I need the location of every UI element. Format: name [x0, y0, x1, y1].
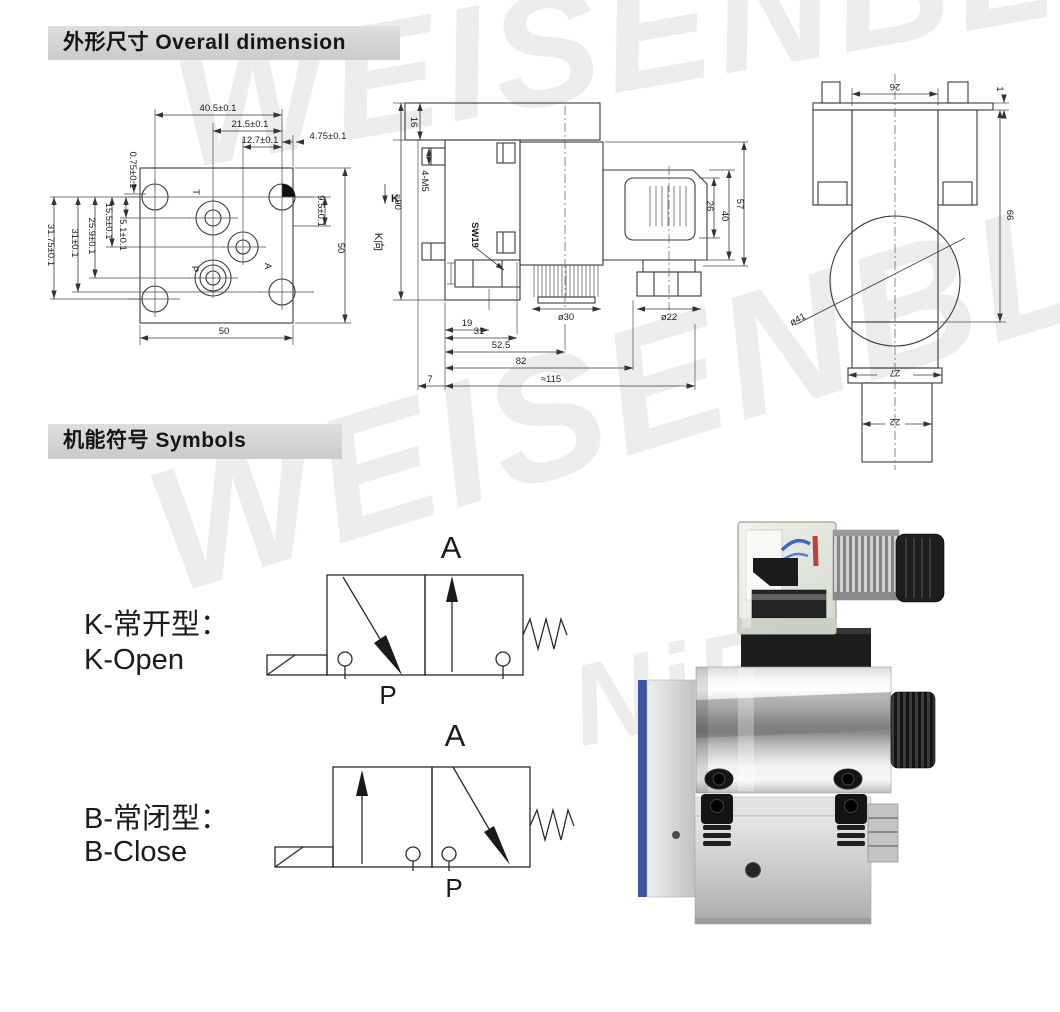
dim-4-75: 4.75±0.1 — [310, 131, 347, 142]
spring-symbol — [522, 616, 568, 652]
end-view-dimensions: 26 1 66 ø41 27 22 — [788, 81, 1015, 427]
end-view-outline — [794, 74, 994, 470]
port-t-label: T — [190, 189, 201, 195]
dim-21-5: 21.5±0.1 — [232, 119, 269, 130]
block-port-plug — [745, 862, 761, 878]
gland-threads — [832, 529, 900, 601]
side-view-drawing: 16 4-M5 K ≈90 SW19 26 40 57 ø30 ø22 19 — [382, 102, 748, 390]
cable-gland-nut — [895, 533, 945, 603]
port-a-label: A — [262, 263, 273, 270]
symbol-b-port-a: A — [445, 718, 466, 753]
plate-hole — [672, 831, 680, 839]
symbol-k-label-zh: K-常开型： — [84, 609, 230, 641]
dim-12-7: 12.7±0.1 — [242, 135, 279, 146]
dim-19: 19 — [462, 318, 473, 329]
dim-dia-22: ø22 — [661, 312, 677, 323]
dim-9-5: 9.5±0.1 — [315, 195, 326, 227]
dim-31: 31±0.1 — [69, 229, 80, 258]
red-wire — [812, 535, 819, 567]
section-title-overall-dimension: 外形尺寸 Overall dimension — [48, 26, 400, 60]
dim-0-75: 0.75±0.1 — [127, 152, 138, 189]
port-labels: T P A — [189, 189, 273, 272]
end-view-drawing: 26 1 66 ø41 27 22 — [788, 74, 1015, 470]
spring-screw-left — [701, 794, 733, 846]
dim-40-5: 40.5±0.1 — [200, 103, 237, 114]
solenoid-symbol — [266, 654, 328, 676]
symbol-k-port-p: P — [379, 680, 396, 710]
coil-knurled-nut — [890, 691, 936, 769]
side-view-outline — [404, 102, 708, 310]
spring-screw-right — [835, 794, 867, 846]
coil-ribs — [533, 265, 599, 304]
dim-dia-41: ø41 — [788, 311, 808, 328]
symbol-b-label-zh: B-常闭型： — [84, 803, 230, 835]
dim-25-9: 25.9±0.1 — [86, 218, 97, 255]
mounting-plate — [638, 679, 696, 898]
datum-fill — [282, 184, 295, 197]
dim-26-end: 26 — [890, 81, 901, 92]
dim-16: 16 — [408, 117, 419, 128]
product-photo — [638, 521, 945, 925]
symbol-b-label-en: B-Close — [84, 836, 188, 868]
view-k-arrow-label: K — [391, 193, 399, 205]
symbol-k-drawing: A P — [266, 530, 568, 710]
dim-90: ≈90 — [392, 194, 403, 210]
front-view-dimensions: 40.5±0.1 21.5±0.1 12.7±0.1 4.75±0.1 31.7… — [45, 103, 386, 345]
view-direction-label: K向 — [372, 233, 386, 251]
dim-31-75: 31.75±0.1 — [45, 224, 56, 266]
dim-7: 7 — [427, 374, 432, 385]
section-title-symbols: 机能符号 Symbols — [48, 424, 342, 459]
dim-52-5: 52.5 — [492, 340, 511, 351]
port-p-label: P — [189, 266, 200, 272]
connector-clip — [753, 558, 798, 586]
din-connector — [737, 521, 837, 635]
blue-wire — [780, 538, 811, 552]
dim-82: 82 — [516, 356, 527, 367]
symbol-k-label-en: K-Open — [84, 644, 184, 676]
dim-57: 57 — [734, 199, 745, 210]
dim-4-m5: 4-M5 — [419, 170, 430, 192]
symbol-k-body: A P — [266, 530, 568, 710]
symbol-b-body: A P — [274, 718, 575, 903]
dim-27: 27 — [890, 367, 901, 378]
solenoid-symbol — [274, 846, 334, 868]
coil-socket-screws — [704, 768, 863, 790]
side-view-dimensions: 16 4-M5 K ≈90 SW19 26 40 57 ø30 ø22 19 — [382, 102, 748, 390]
symbol-b-port-p: P — [445, 873, 462, 903]
dim-15-5: 15.5±0.1 — [103, 203, 114, 240]
front-view-drawing: 40.5±0.1 21.5±0.1 12.7±0.1 4.75±0.1 31.7… — [45, 103, 386, 345]
dim-5-1: 5.1±0.1 — [117, 219, 128, 251]
dim-sw19: SW19 — [469, 222, 480, 248]
spring-symbol — [529, 807, 575, 843]
front-view-centerlines — [128, 179, 314, 317]
right-fitting — [867, 803, 899, 863]
dim-66: 66 — [1004, 210, 1015, 221]
dim-31b: 31 — [474, 326, 485, 337]
dim-50-bottom: 50 — [219, 326, 230, 337]
dim-50-side: 50 — [335, 243, 346, 254]
valve-plate-outline — [139, 167, 296, 324]
dim-1: 1 — [994, 86, 1005, 91]
symbol-k-port-a: A — [441, 530, 462, 565]
connector-vents — [649, 186, 687, 226]
dim-26: 26 — [704, 201, 715, 212]
dim-dia-30: ø30 — [558, 312, 574, 323]
symbol-b-drawing: A P — [274, 718, 575, 903]
dim-40: 40 — [719, 211, 730, 222]
dim-22-end: 22 — [890, 416, 901, 427]
dim-115: ≈115 — [541, 374, 561, 385]
